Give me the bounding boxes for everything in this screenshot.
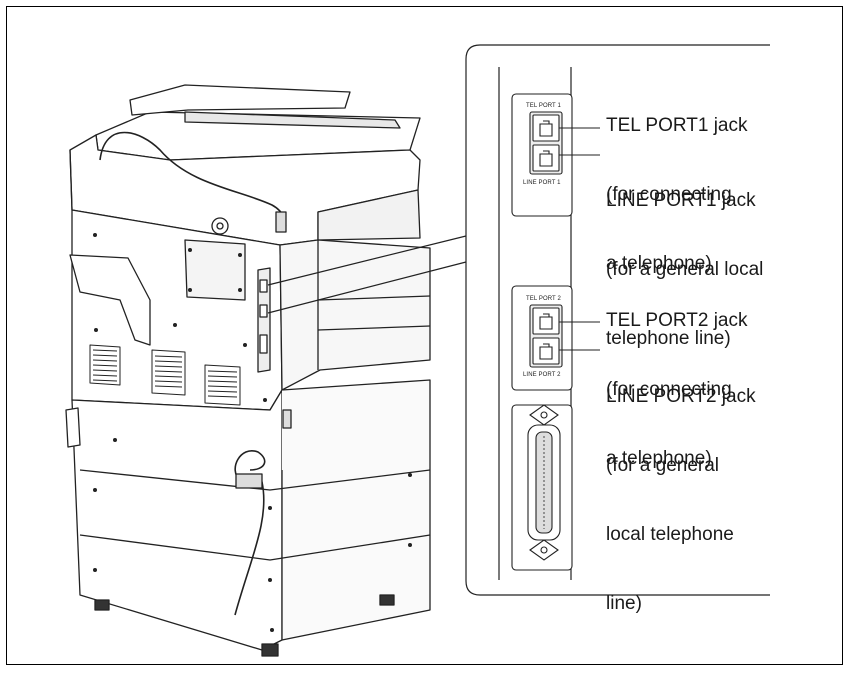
tel-port2-plate-label: TEL PORT 2 [526,296,561,302]
callout-line: LINE PORT1 jack [606,190,756,211]
callout-tel-port1: TEL PORT1 jack (for connecting a telepho… [606,68,748,298]
port-block-2-leaders [559,321,600,351]
output-tray [69,254,151,346]
callout-line: a telephone) [606,448,712,469]
right-side-body [279,239,431,391]
port-block-2 [511,285,573,391]
callout-line: a telephone) [606,253,712,274]
port-block-1-leaders [559,127,600,156]
callout-line: telephone line) [606,328,731,349]
callout-line: local telephone [606,524,734,545]
callout-line: LINE PORT2 jack [606,386,756,407]
tel-port1-plate-label: TEL PORT 1 [526,103,561,109]
zoom-leader-lines [267,235,467,314]
callout-tel-port2: TEL PORT2 jack (for connecting a telepho… [606,263,748,493]
power-cable [234,449,266,616]
callout-line: TEL PORT2 jack [606,310,748,331]
port-block-1 [511,93,573,217]
callout-line: line) [606,593,642,614]
callout-line: TEL PORT1 jack [606,115,748,136]
callout-line-port2: LINE PORT2 jack (for a general local tel… [606,339,756,638]
callout-line: (for a general local [606,259,764,280]
callout-line: (for connecting [606,184,732,205]
callout-line: (for a general [606,455,720,476]
line-port2-plate-label: LINE PORT 2 [523,372,561,378]
copier-machine [65,84,431,657]
callout-line: (for connecting [606,379,732,400]
parallel-connector [511,404,573,571]
vent-grilles [89,344,241,406]
paper-cabinet [71,389,283,651]
callout-line-port1: LINE PORT1 jack (for a general local tel… [606,143,763,373]
line-port1-plate-label: LINE PORT 1 [523,180,561,186]
